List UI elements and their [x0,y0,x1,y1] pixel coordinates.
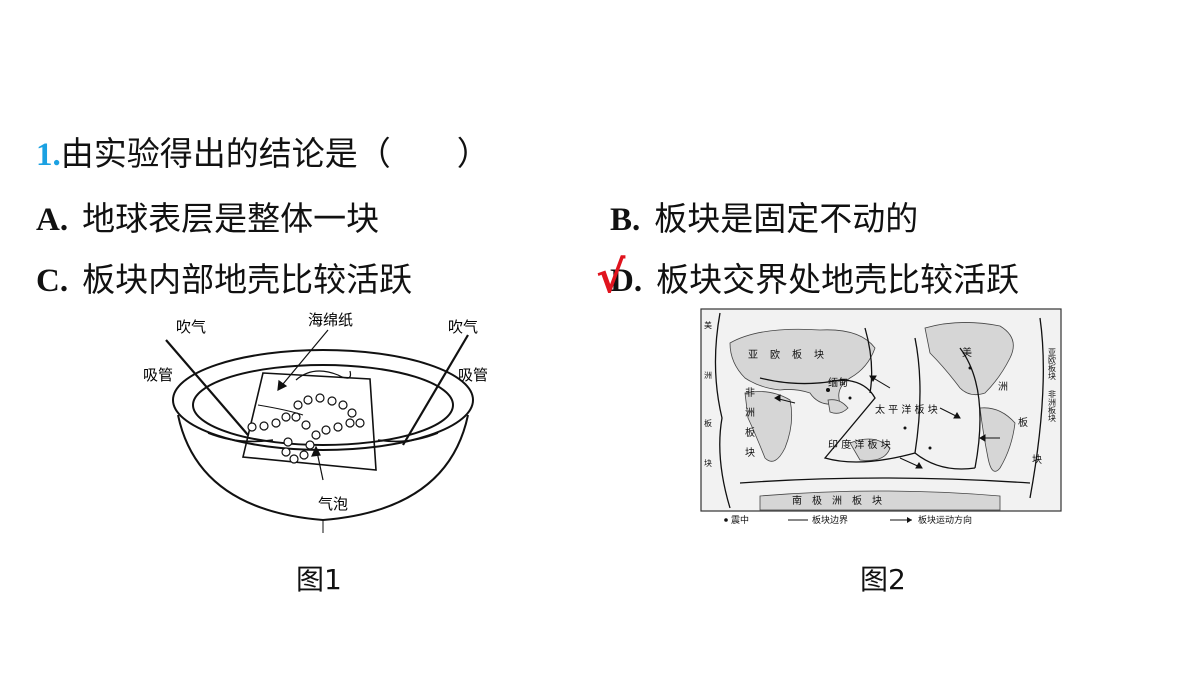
edge-left-char-3: 块 [704,458,712,468]
figure2-plate-map: 亚 欧 板 块 非 洲 板 块 缅甸 太 平 洋 板 块 印 度 洋 板 块 美… [700,308,1062,526]
eurasia-char-1: 亚 [748,350,758,361]
plate-char-2: 块 [1032,454,1042,466]
straw-left [165,339,249,436]
eurasia-char-4: 块 [814,349,824,361]
option-letter: A. [36,202,69,238]
label-straw-right: 吸管 [458,366,488,384]
option-d[interactable]: D. 板块交界处地壳比较活跃 [610,260,1019,301]
option-letter: C. [36,263,69,299]
question-text: 由实验得出的结论是（ ） [60,134,490,173]
africa-char-3: 板 [745,426,755,439]
label-sponge: 海绵纸 [308,311,353,329]
label-mian: 缅甸 [828,376,848,389]
option-letter: B. [610,202,641,238]
africa-char-1: 非 [745,387,755,399]
edge-left-char-1: 洲 [704,371,712,380]
label-straw-left: 吸管 [143,366,173,384]
label-antarctic: 南 极 洲 板 块 [792,494,882,507]
label-indian: 印 度 洋 板 块 [828,438,891,451]
legend-direction: 板块运动方向 [918,514,972,526]
label-blow-left: 吹气 [176,318,206,336]
plate-boundaries [714,312,1044,509]
option-text: 板块交界处地壳比较活跃 [656,260,1020,299]
question-number: 1. [36,137,61,173]
edge-africa-label: 非洲板块 [1048,389,1057,423]
eurasia-char-2: 欧 [770,349,780,361]
legend-boundary: 板块边界 [812,514,848,526]
bubble-chain [247,393,365,464]
option-letter: D. [610,263,643,299]
label-blow-right: 吹气 [448,318,478,336]
africa-char-2: 洲 [745,407,755,419]
option-text: 地球表层是整体一块 [82,199,380,238]
africa-char-4: 块 [745,447,755,459]
figure2-caption: 图2 [860,563,906,596]
straw-right [402,334,469,446]
epicenter-dots [826,366,972,450]
basin-rim-inner [192,364,454,446]
option-a[interactable]: A. 地球表层是整体一块 [36,199,379,240]
figure1-basin-diagram: 吹气 吸管 海绵纸 吹气 吸管 气泡 [143,311,488,533]
edge-america-char: 美 [704,320,712,330]
edge-eurasia-label: 亚欧板块 [1048,348,1057,381]
basin-rim-outer [172,349,474,451]
option-c[interactable]: C. 板块内部地壳比较活跃 [36,260,412,301]
plate-char-1: 板 [1018,416,1028,429]
eurasia-char-3: 板 [792,348,802,361]
question-line: 1.由实验得出的结论是（ ） [36,134,490,175]
option-text: 板块内部地壳比较活跃 [82,260,413,299]
label-bubble: 气泡 [318,495,348,513]
sponge-pointer [277,329,329,391]
label-pacific: 太 平 洋 板 块 [875,403,938,416]
america-char-2: 洲 [998,381,1008,393]
continents [729,322,1016,511]
legend-epicenter: 震中 [731,514,749,526]
figure1-caption: 图1 [296,563,342,596]
motion-arrows [774,375,1000,469]
america-char-1: 美 [962,346,972,359]
answer-check-icon: √ [596,252,626,303]
option-b[interactable]: B. 板块是固定不动的 [610,199,918,240]
map-legend: 震中 板块边界 板块运动方向 [724,514,972,526]
edge-left-char-2: 板 [704,418,712,428]
option-text: 板块是固定不动的 [654,199,919,238]
